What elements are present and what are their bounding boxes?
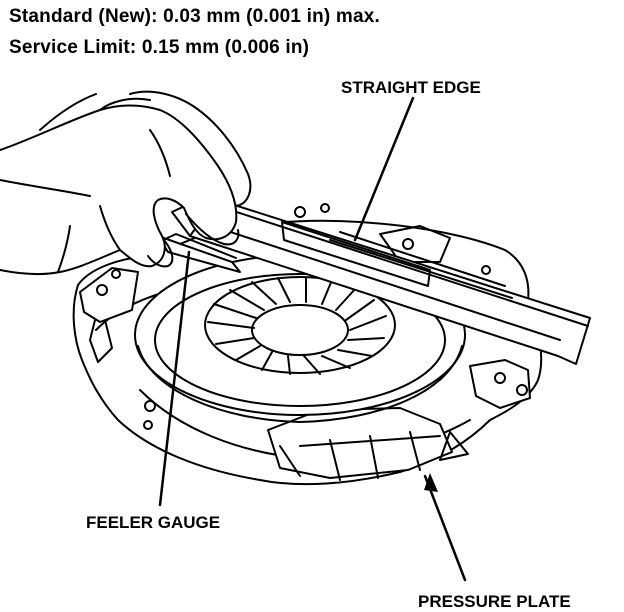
spec-service-limit-text: Service Limit: 0.15 mm (0.006 in) bbox=[9, 37, 310, 58]
straight-edge-label: STRAIGHT EDGE bbox=[341, 78, 481, 97]
feeler-gauge-leader bbox=[158, 250, 191, 507]
feeler-gauge-label: FEELER GAUGE bbox=[86, 513, 221, 532]
straight-edge-leader bbox=[353, 96, 415, 242]
pressure-plate-arrowhead bbox=[424, 473, 438, 492]
pressure-plate-label: PRESSURE PLATE bbox=[418, 592, 571, 611]
hands bbox=[0, 90, 252, 276]
pressure-plate-leader bbox=[423, 474, 467, 582]
spec-standard-text: Standard (New): 0.03 mm (0.001 in) max. bbox=[9, 6, 381, 27]
diaphragm-spring bbox=[204, 276, 396, 375]
